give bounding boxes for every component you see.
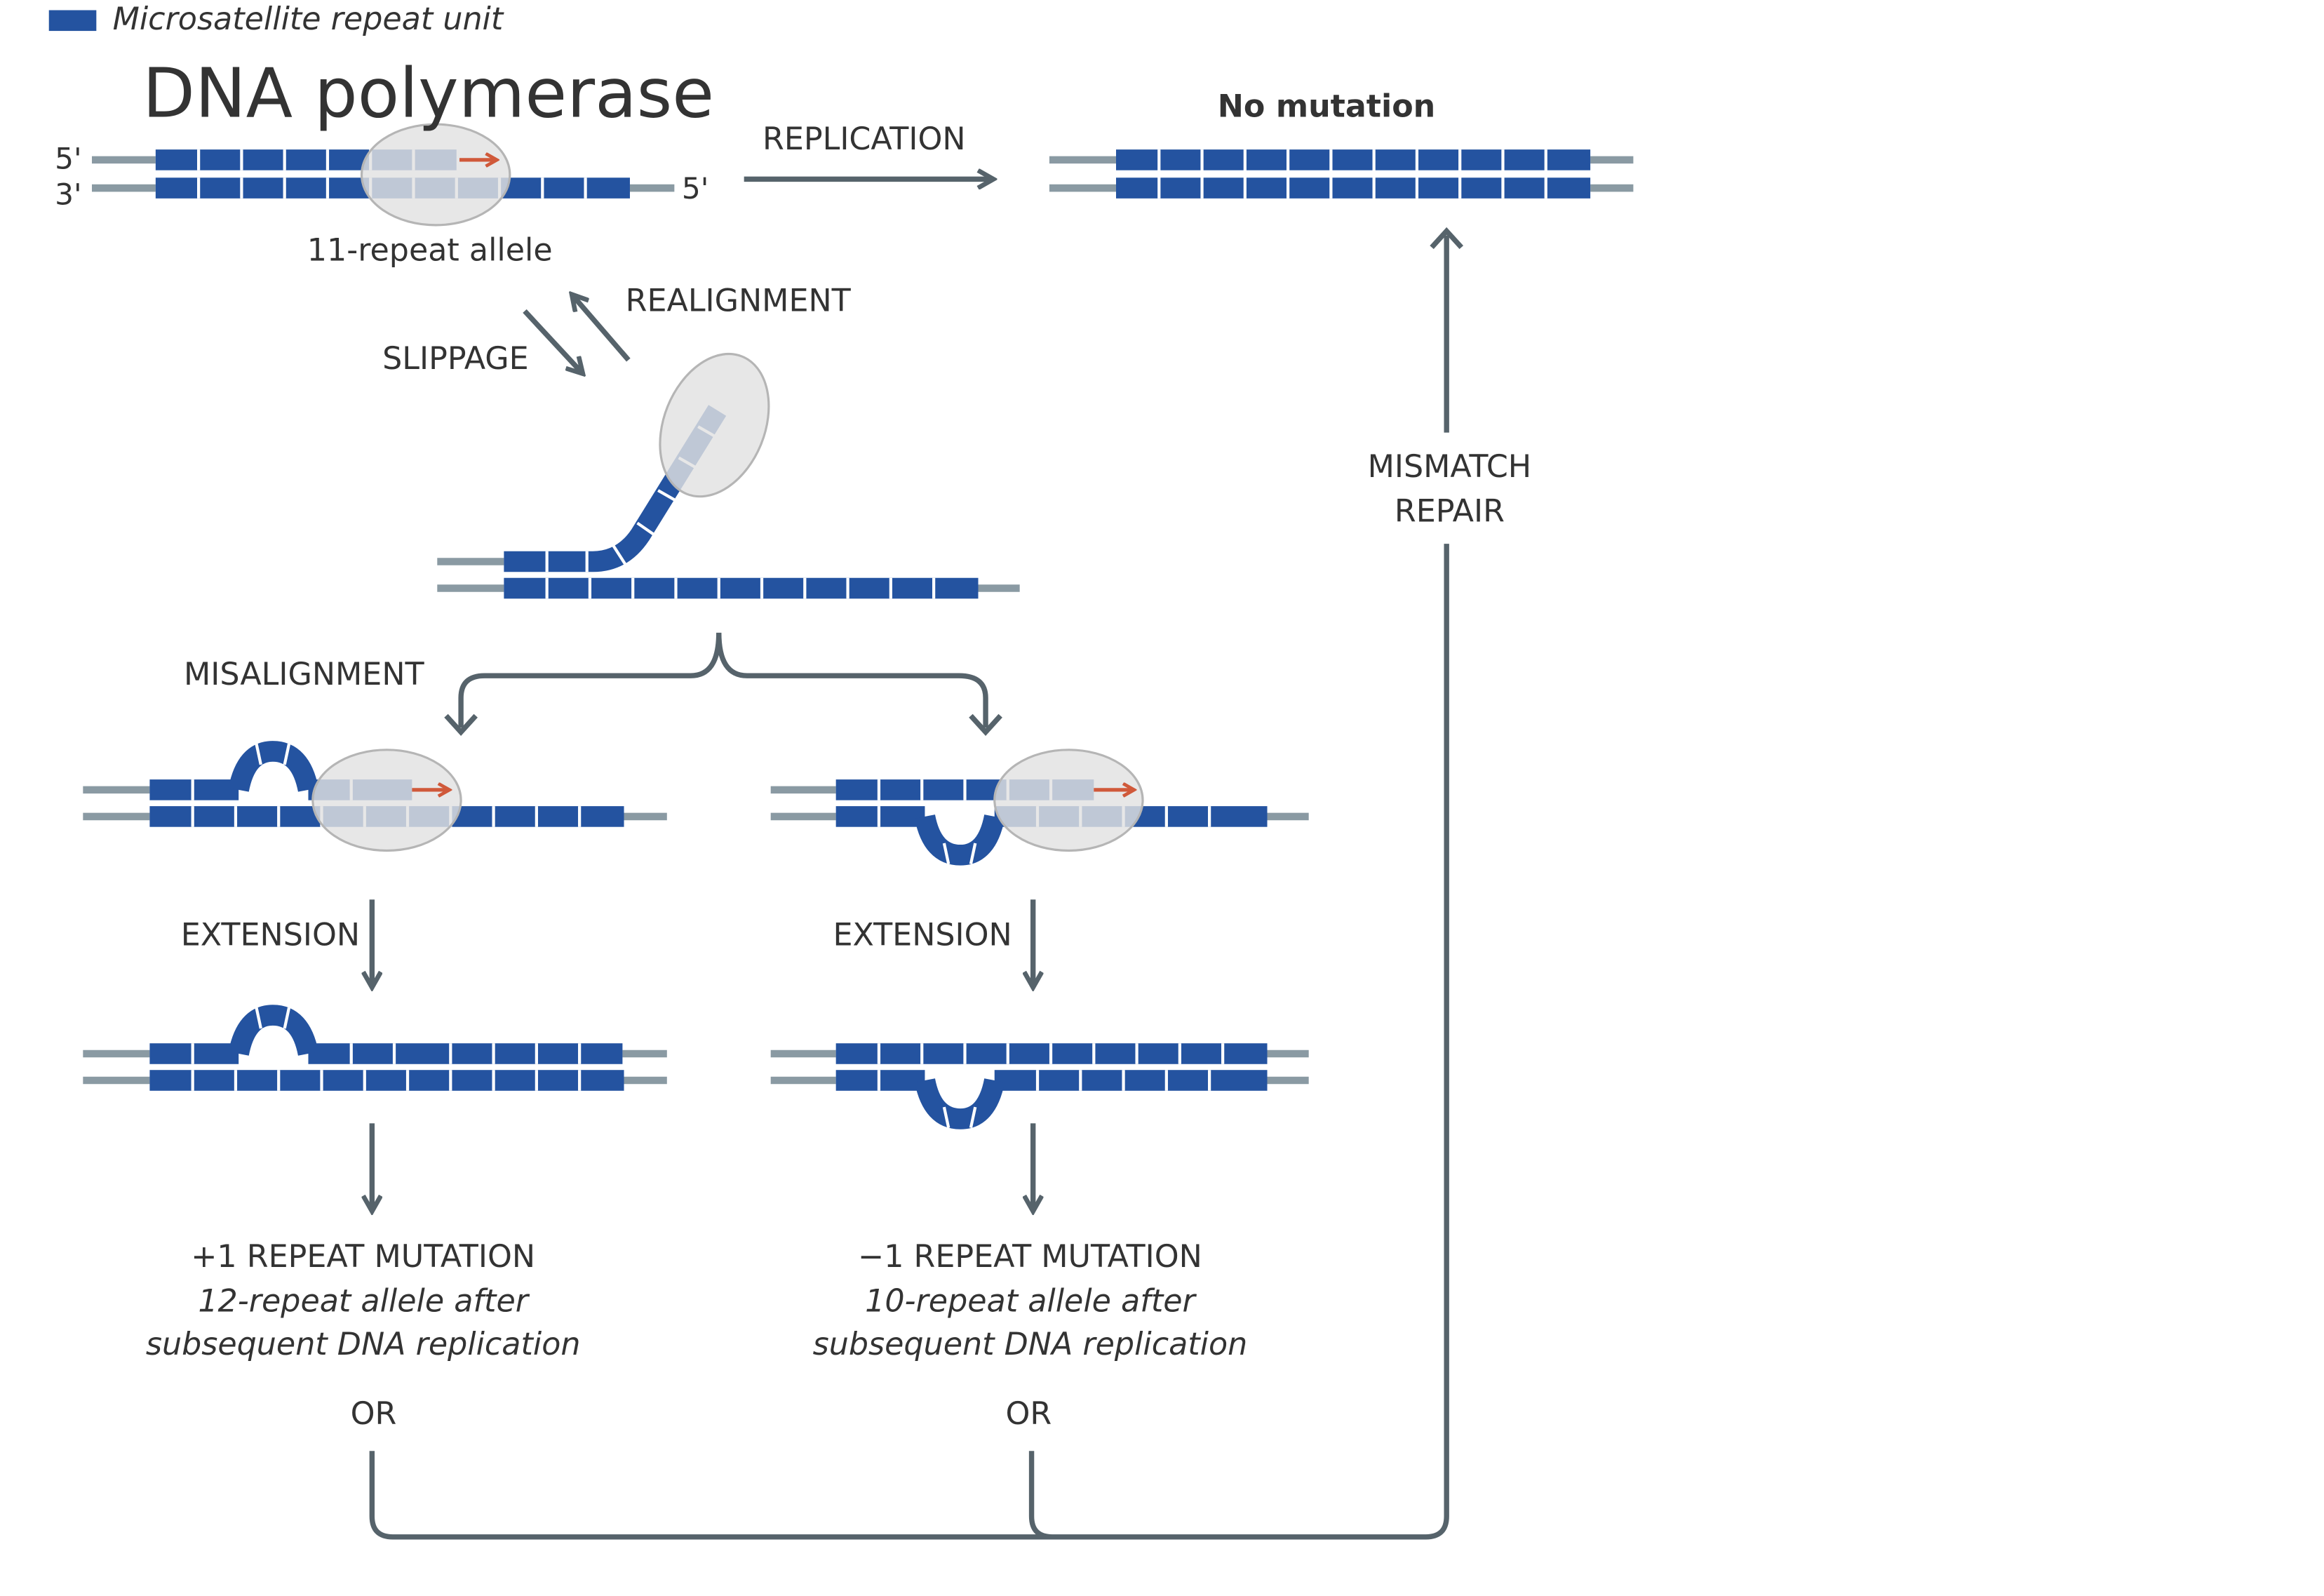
dna-polymerase-label: DNA polymerase (142, 54, 714, 133)
mismatch-repair-arrowhead (1430, 227, 1464, 250)
legend-label: Microsatellite repeat unit (113, 1, 504, 37)
or-label-left: OR (351, 1396, 397, 1432)
plus-one-extended-helix (83, 1005, 667, 1091)
slippage-label: SLIPPAGE (382, 341, 529, 377)
no-mutation-helix (1049, 149, 1634, 199)
minus-one-mutation-title: −1 REPEAT MUTATION (858, 1239, 1202, 1275)
mismatch-repair-label-1: MISMATCH (1368, 449, 1532, 485)
extension-label-left: EXTENSION (181, 918, 360, 953)
misalignment-brace (458, 632, 988, 728)
legend-swatch (48, 10, 97, 32)
minus-one-extended-helix (770, 1043, 1309, 1129)
plus-one-mutation-sub1: 12-repeat allele after (198, 1284, 530, 1320)
slipped-intermediate (437, 405, 1020, 599)
three-prime-label: 3' (55, 177, 82, 211)
allele-label: 11-repeat allele (307, 233, 553, 269)
or-label-right: OR (1005, 1396, 1052, 1432)
minus-one-mutation-sub1: 10-repeat allele after (865, 1284, 1197, 1320)
realignment-arrow (572, 295, 631, 362)
five-prime-top-label: 5' (55, 142, 82, 176)
extension-label-right: EXTENSION (833, 918, 1012, 953)
slippage-arrow (523, 309, 582, 373)
five-prime-right-label: 5' (682, 171, 709, 206)
replication-label: REPLICATION (763, 121, 966, 157)
mismatch-repair-label-2: REPAIR (1395, 493, 1505, 529)
misalignment-arrowhead-left (444, 713, 478, 736)
plus-one-mutation-sub2: subsequent DNA replication (146, 1327, 581, 1362)
misalignment-label: MISALIGNMENT (184, 657, 425, 692)
mismatch-repair-path (369, 235, 1449, 1540)
realignment-label: REALIGNMENT (626, 283, 852, 318)
dna-polymerase (360, 123, 511, 227)
dna-polymerase-detached (659, 352, 770, 498)
dna-polymerase-left (311, 749, 462, 852)
dna-polymerase-right (993, 749, 1144, 852)
misalignment-arrowhead-right (969, 713, 1002, 736)
plus-one-mutation-title: +1 REPEAT MUTATION (191, 1239, 535, 1275)
no-mutation-label: No mutation (1218, 89, 1435, 125)
minus-one-mutation-sub2: subsequent DNA replication (813, 1327, 1248, 1362)
